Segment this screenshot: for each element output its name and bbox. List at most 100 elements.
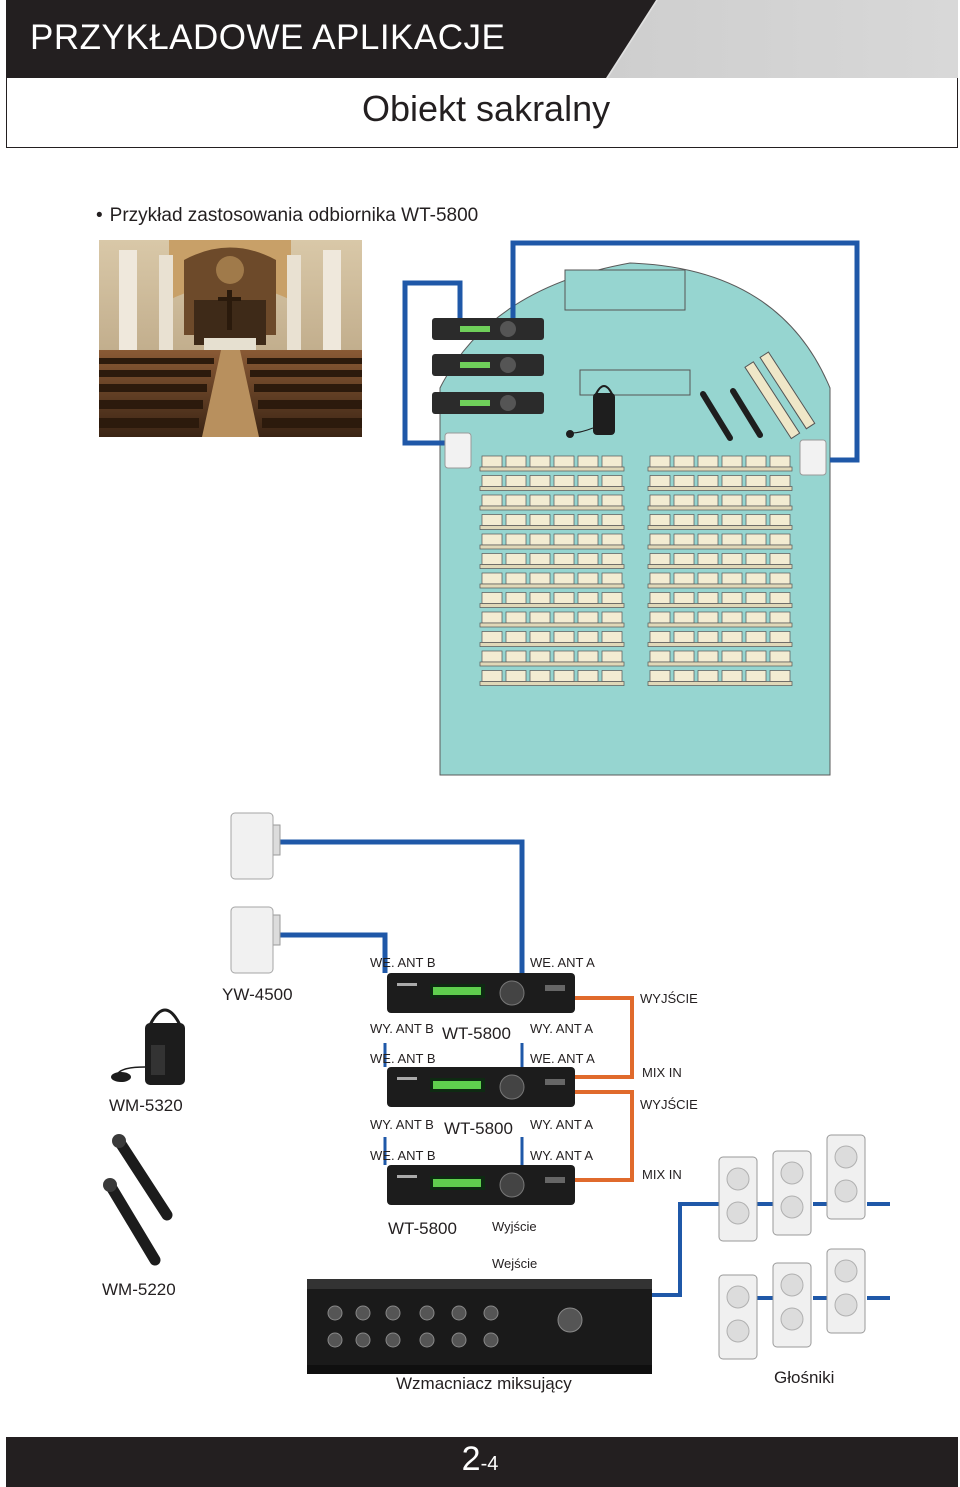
receiver3-model: WT-5800 [388, 1219, 457, 1238]
pew-seat [769, 572, 791, 585]
pew-seat [673, 553, 695, 565]
pew-seat [553, 533, 575, 546]
pew-seat [601, 475, 623, 487]
pew-seat [745, 611, 767, 624]
header-accent-band [608, 0, 958, 78]
pew-seat [553, 650, 575, 663]
pew-seat [721, 670, 743, 682]
output-label-2: WYJŚCIE [640, 1097, 698, 1112]
pew-seat [481, 455, 503, 468]
pew-seat [553, 553, 575, 565]
pew-seat [697, 611, 719, 624]
floor-plan-pews [479, 455, 793, 686]
pew-seat [745, 670, 767, 682]
pew-back [479, 642, 625, 647]
pew-seat [481, 572, 503, 585]
pew-seat [745, 533, 767, 546]
receiver3-in-a-label: WY. ANT A [530, 1148, 594, 1163]
pew-seat [601, 494, 623, 507]
pew-seat [769, 592, 791, 604]
pew-back [479, 661, 625, 667]
receiver3-in-b-label: WE. ANT B [370, 1148, 436, 1163]
pew-seat [769, 650, 791, 663]
header-title-band [6, 0, 656, 78]
pew-seat [553, 572, 575, 585]
mix-in-label-2: MIX IN [642, 1167, 682, 1182]
floor-plan-antenna-left [444, 432, 472, 469]
pew-back [479, 525, 625, 530]
pew-seat [769, 611, 791, 624]
pew-seat [769, 631, 791, 643]
pew-seat [601, 514, 623, 526]
receiver2-out-b-label: WY. ANT B [370, 1117, 434, 1132]
pew-seat [697, 592, 719, 604]
pew-seat [745, 650, 767, 663]
speaker-cables [650, 1202, 890, 1300]
floor-plan-cable-b [402, 280, 463, 446]
antenna-yw4500-top [230, 812, 281, 880]
pew-seat [553, 670, 575, 682]
pew-seat [577, 572, 599, 585]
handheld-microphones [103, 1134, 173, 1266]
pew-seat [673, 455, 695, 468]
pew-seat [649, 670, 671, 682]
pew-seat [505, 553, 527, 565]
receiver2-in-a-label: WE. ANT A [530, 1051, 595, 1066]
intro-line: •Przykład zastosowania odbiornika WT-580… [96, 205, 478, 227]
pew-seat [505, 514, 527, 526]
pew-seat [529, 455, 551, 468]
pew-seat [577, 592, 599, 604]
pew-back [479, 681, 625, 686]
pew-seat [745, 475, 767, 487]
pew-seat [553, 455, 575, 468]
pew-seat [673, 533, 695, 546]
pew-seat [673, 611, 695, 624]
pew-back [647, 661, 793, 667]
pew-back [647, 525, 793, 530]
pew-seat [673, 650, 695, 663]
intro-text: Przykład zastosowania odbiornika WT-5800 [109, 205, 479, 226]
pew-seat [505, 494, 527, 507]
pew-seat [577, 611, 599, 624]
receiver1-out-b-label: WY. ANT B [370, 1021, 434, 1036]
amplifier-label: Wzmacniacz miksujący [396, 1374, 572, 1393]
pew-seat [505, 475, 527, 487]
pew-seat [649, 494, 671, 507]
mix-in-label-1: MIX IN [642, 1065, 682, 1080]
pew-back [647, 681, 793, 686]
pew-seat [529, 494, 551, 507]
pew-seat [505, 533, 527, 546]
page-number: 2-4 [0, 1440, 960, 1479]
pew-seat [481, 592, 503, 604]
pew-seat [769, 455, 791, 468]
pew-seat [481, 650, 503, 663]
pew-seat [745, 455, 767, 468]
pew-seat [601, 572, 623, 585]
pew-seat [721, 572, 743, 585]
pew-seat [577, 455, 599, 468]
receiver1-in-a-label: WE. ANT A [530, 955, 595, 970]
pew-seat [673, 514, 695, 526]
speaker [718, 1156, 758, 1242]
pew-seat [481, 475, 503, 487]
floor-plan-receiver-stack [432, 318, 544, 414]
pew-seat [721, 455, 743, 468]
pew-seat [769, 553, 791, 565]
pew-seat [577, 650, 599, 663]
pew-seat [529, 650, 551, 663]
pew-seat [601, 455, 623, 468]
speakers-label: Głośniki [774, 1368, 835, 1387]
floor-plan-cable-a [510, 240, 860, 463]
speakers-group [718, 1134, 866, 1360]
pew-seat [577, 514, 599, 526]
pew-seat [673, 592, 695, 604]
pew-seat [721, 592, 743, 604]
pew-seat [697, 475, 719, 487]
pew-seat [649, 572, 671, 585]
pew-seat [553, 514, 575, 526]
pew-seat [601, 670, 623, 682]
pew-seat [553, 592, 575, 604]
altar-table [564, 269, 686, 311]
antenna-model-label: YW-4500 [222, 985, 293, 1004]
page-subtitle: Obiekt sakralny [362, 88, 611, 129]
